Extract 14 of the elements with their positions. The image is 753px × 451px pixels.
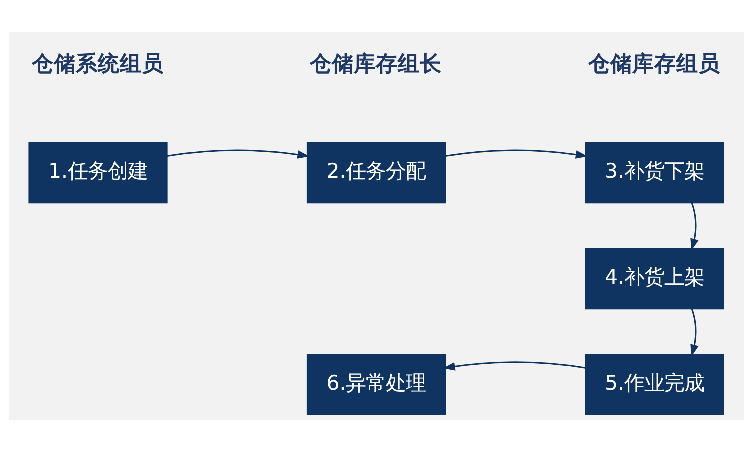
node-box: 4.补货上架 [585,248,724,310]
node-box: 6.异常处理 [306,354,446,416]
node-box: 1.任务创建 [28,142,168,204]
arrow [445,149,588,158]
label: 仓储库存组长 [310,52,442,77]
node-box: 3.补货下架 [585,142,724,204]
arrow [443,361,586,370]
node-box: 2.任务分配 [306,142,446,204]
node-box: 5.作业完成 [585,354,724,416]
arrow [690,202,699,250]
arrow [690,308,699,356]
label: 仓储系统组员 [32,52,164,77]
arrow [167,149,310,158]
label: 仓储库存组员 [588,52,720,77]
